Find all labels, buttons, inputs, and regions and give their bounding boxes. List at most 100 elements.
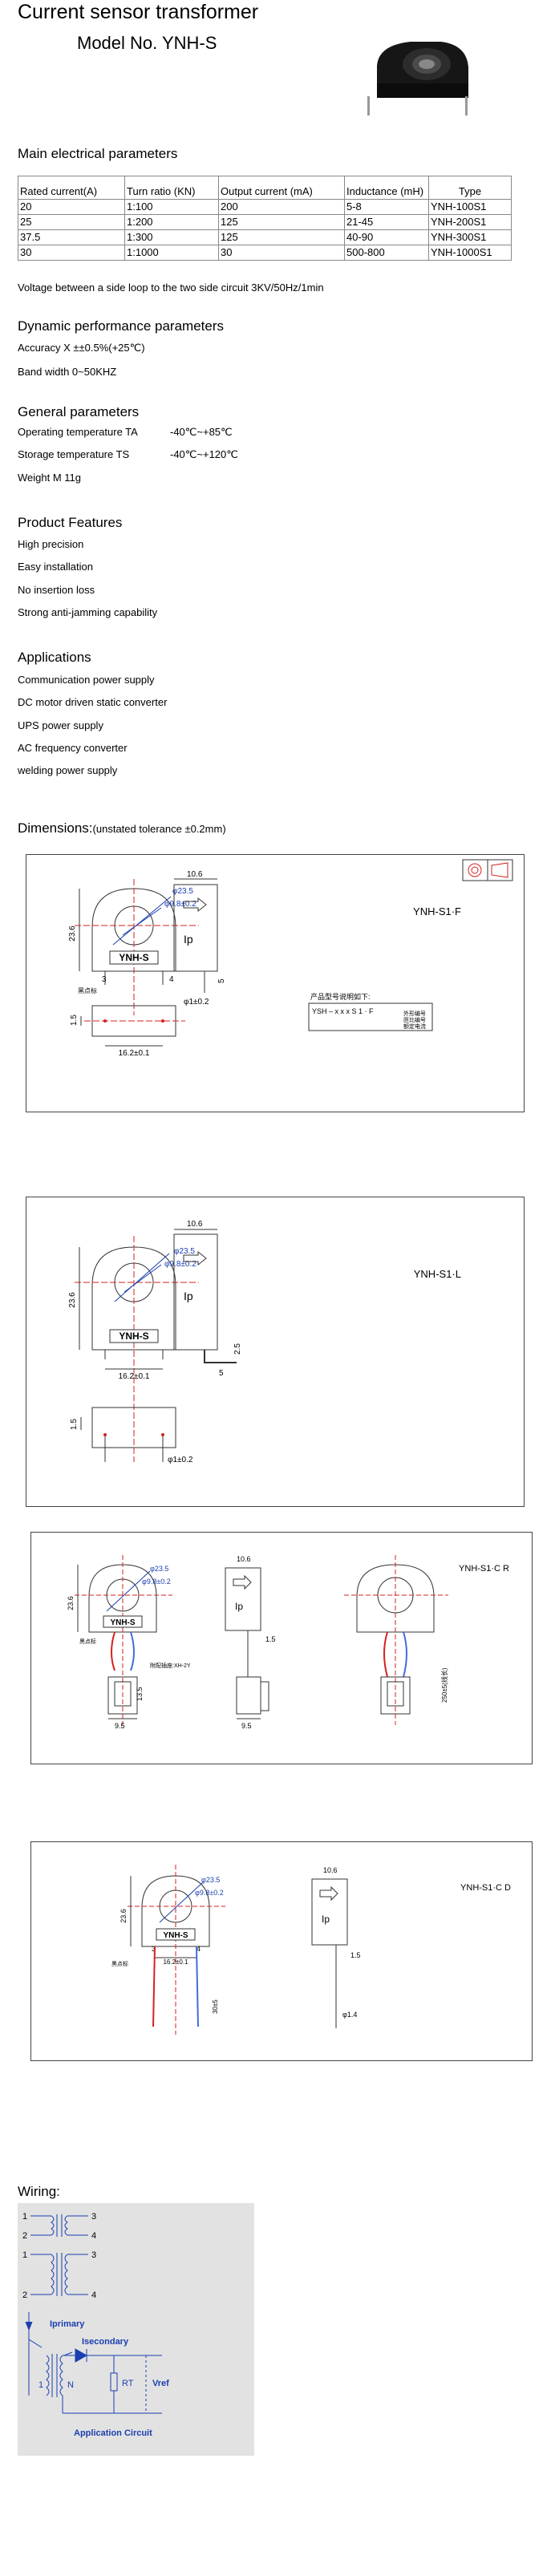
terminal-2-label: 2 (22, 2290, 27, 2300)
dim-1-5: 1.5 (70, 1419, 79, 1430)
table-cell: YNH-1000S1 (428, 245, 512, 261)
ip-label: Ip (184, 1290, 193, 1302)
dynamic-heading: Dynamic performance parameters (18, 318, 224, 334)
table-cell: YNH-200S1 (428, 214, 512, 230)
dim-outer-diameter: φ23.5 (172, 887, 193, 896)
col-type: Type (428, 176, 512, 200)
feature-item: Strong anti-jamming capability (18, 606, 158, 618)
page-title: Current sensor transformer (18, 1, 259, 23)
bottom-view: 1.5 φ1±0.2 (70, 1407, 193, 1464)
drawing-model-label: YNH-S1·L (414, 1268, 461, 1280)
dim-pin-diameter: φ1±0.2 (168, 1456, 193, 1464)
dim-1-5: 1.5 (350, 1951, 361, 1959)
dim-lead-diameter: φ1.4 (342, 2011, 357, 2019)
front-view: φ23.5 φ9.8±0.2 YNH-S 23.6 黑点标 附配插座:XH-2Y… (67, 1555, 191, 1730)
accuracy-text: Accuracy X ±±0.5%(+25℃) (18, 342, 145, 354)
terminal-2-label: 2 (22, 2231, 27, 2241)
body-label: YNH-S (163, 1931, 188, 1940)
application-item: welding power supply (18, 764, 118, 776)
dim-5: 5 (219, 1369, 224, 1378)
dim-height: 23.6 (68, 1292, 77, 1308)
body-label: YNH-S (110, 1618, 135, 1627)
table-cell: 5-8 (344, 199, 429, 215)
tolerance-note: (unstated tolerance ±0.2mm) (92, 823, 226, 835)
side-view: 10.6 Ip 5 2.5 (173, 1220, 242, 1378)
projection-symbol-icon (462, 859, 513, 881)
drawing-ynh-s1-f: YNH-S φ23.5 φ9.8±0.2 23.6 3 4 黑点标 1.5 16… (26, 854, 525, 1112)
table-cell: 30 (18, 245, 125, 261)
dim-lead-length: 30±5 (212, 1999, 219, 2014)
dim-connector-width: 9.5 (115, 1722, 125, 1730)
application-item: AC frequency converter (18, 742, 128, 754)
pn-legend-item: 外形编号 (403, 1010, 426, 1017)
dim-width: 10.6 (187, 1220, 203, 1229)
circuit-terminal-1: 1 (38, 2380, 43, 2390)
col-rated-current: Rated current(A) (18, 176, 125, 200)
dim-connector-height: 13.5 (136, 1687, 144, 1701)
dim-1-5: 1.5 (70, 1015, 79, 1026)
dim-inner-diameter: φ9.8±0.2 (142, 1578, 171, 1586)
spec-table: Rated current(A) Turn ratio (KN) Output … (18, 176, 512, 261)
front-view: φ23.5 φ9.8±0.2 YNH-S 23.6 3 4 16.2±0.1 黑… (111, 1865, 225, 2035)
mark-label: 黑点标 (78, 986, 97, 994)
pn-legend-title: 产品型号说明如下: (310, 992, 371, 1001)
bottom-view: 1.5 16.2±0.1 (70, 1005, 185, 1058)
pn-legend-item: 匝比编号 (403, 1016, 426, 1023)
table-row: 30 1:1000 30 500-800 YNH-1000S1 (18, 245, 512, 261)
general-heading: General parameters (18, 404, 140, 419)
model-number: Model No. YNH-S (77, 33, 217, 53)
dim-wire-length: 250±5(线长) (440, 1667, 448, 1703)
dim-inner-diameter: φ9.8±0.2 (164, 900, 196, 909)
pn-legend-item: 额定电流 (403, 1023, 426, 1030)
body-label: YNH-S (119, 952, 148, 963)
side-view: 10.6 Ip 1.5 9.5 (225, 1555, 276, 1730)
voltage-note: Voltage between a side loop to the two s… (18, 281, 324, 294)
table-cell: 25 (18, 214, 125, 230)
ip-label: Ip (322, 1914, 330, 1925)
table-cell: 1:100 (124, 199, 219, 215)
table-cell: 125 (218, 229, 345, 245)
feature-item: Easy installation (18, 561, 93, 573)
table-row: 20 1:100 200 5-8 YNH-100S1 (18, 199, 512, 215)
drawing-model-label: YNH-S1·C D (460, 1883, 511, 1893)
drawing-ynh-s1-cd: φ23.5 φ9.8±0.2 YNH-S 23.6 3 4 16.2±0.1 黑… (30, 1841, 533, 2061)
circuit-caption: Application Circuit (74, 2428, 152, 2438)
dimensions-title: Dimensions: (18, 820, 93, 836)
feature-item: No insertion loss (18, 584, 95, 596)
body-label: YNH-S (119, 1331, 148, 1342)
drawing-ynh-s1-cr: φ23.5 φ9.8±0.2 YNH-S 23.6 黑点标 附配插座:XH-2Y… (30, 1532, 533, 1764)
dim-height: 23.6 (120, 1909, 128, 1923)
dim-width: 10.6 (323, 1866, 338, 1874)
dim-inner-diameter: φ9.8±0.2 (164, 1260, 196, 1269)
dim-height: 23.6 (68, 925, 77, 942)
vref-label: Vref (152, 2379, 169, 2388)
application-circuit (25, 2312, 162, 2414)
isecondary-label: Isecondary (82, 2337, 129, 2347)
col-output-current: Output current (mA) (218, 176, 345, 200)
table-cell: 37.5 (18, 229, 125, 245)
dim-pin-spacing: 16.2±0.1 (119, 1049, 150, 1058)
terminal-3-label: 3 (91, 2250, 96, 2260)
table-cell: 125 (218, 214, 345, 230)
pn-code: YSH – x x x S 1 · F (312, 1007, 374, 1015)
mark-label: 黑点标 (79, 1638, 96, 1645)
dim-5: 5 (217, 978, 226, 983)
iprimary-label: Iprimary (50, 2319, 85, 2329)
application-item: UPS power supply (18, 719, 103, 731)
wiring-heading: Wiring: (18, 2184, 60, 2199)
terminal-4-label: 4 (91, 2231, 96, 2241)
wiring-diagram: 1 3 2 4 1 3 2 4 Iprimary Isecondary 1 N … (18, 2203, 254, 2456)
op-temp-label: Operating temperature TA (18, 426, 138, 438)
application-item: DC motor driven static converter (18, 696, 168, 708)
feature-item: High precision (18, 538, 84, 550)
rt-label: RT (122, 2379, 134, 2388)
side-view: 10.6 Ip 1.5 φ1.4 (311, 1866, 361, 2028)
table-cell: 1:1000 (124, 245, 219, 261)
dim-width: 10.6 (237, 1555, 251, 1563)
dim-pin-spacing: 16.2±0.1 (163, 1958, 188, 1966)
n-label: N (67, 2380, 74, 2390)
table-cell: 40-90 (344, 229, 429, 245)
side-view: 10.6 Ip φ1±0.2 5 (173, 870, 226, 1007)
dim-inner-diameter: φ9.8±0.2 (195, 1889, 224, 1897)
pin-3-label: 3 (102, 975, 107, 984)
